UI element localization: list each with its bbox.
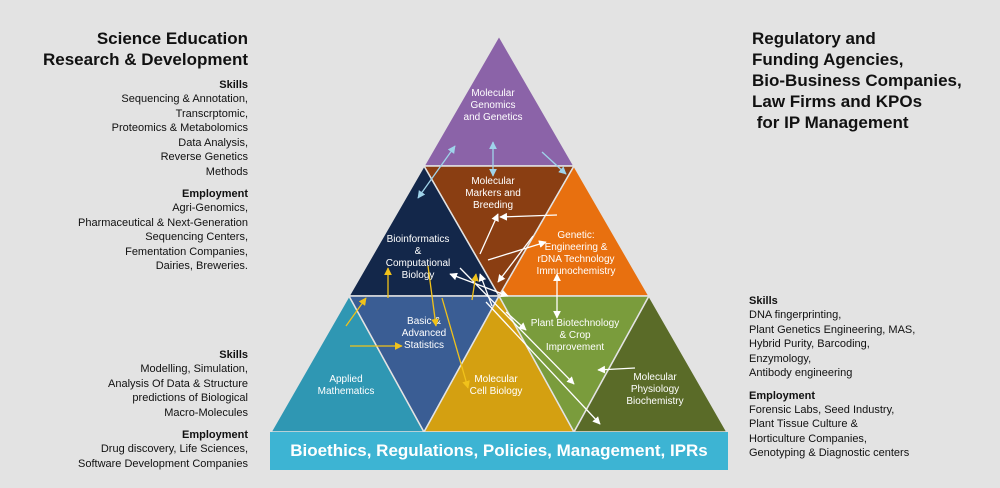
- skill-item: Modelling, Simulation,: [140, 363, 248, 375]
- employment-list: Agri-Genomics, Pharmaceutical & Next-Gen…: [20, 201, 248, 274]
- modelling-panel: Skills Modelling, Simulation, Analysis O…: [20, 340, 248, 471]
- arrow: [485, 301, 601, 425]
- skills-list: DNA fingerprinting, Plant Genetics Engin…: [749, 308, 989, 381]
- employment-item: Fementation Companies,: [125, 245, 248, 258]
- pyramid-label-line: rDNA Technology: [537, 254, 614, 265]
- banner-text: Bioethics, Regulations, Policies, Manage…: [290, 441, 708, 460]
- skill-item: Methods: [205, 165, 248, 178]
- skill-item: Sequencing & Annotation,: [121, 93, 248, 105]
- arrow: [505, 311, 527, 331]
- skills-list: Modelling, Simulation, Analysis Of Data …: [20, 362, 248, 420]
- employment-item: Genotyping & Diagnostic centers: [749, 447, 910, 459]
- pyramid-label-line: Molecular: [474, 374, 518, 385]
- arrow: [441, 297, 470, 389]
- arrow: [597, 365, 636, 374]
- skills-title: Skills: [219, 79, 248, 91]
- employment-item: Forensic Labs, Seed Industry,: [749, 403, 895, 416]
- biotech-panel: Skills DNA fingerprinting, Plant Genetic…: [749, 294, 989, 461]
- skills-title: Skills: [219, 349, 248, 361]
- pyramid-label-line: Immunochemistry: [537, 266, 616, 277]
- pyramid-label-line: Biochemistry: [626, 396, 683, 407]
- regulatory-heading: Regulatory and Funding Agencies, Bio-Bus…: [752, 29, 962, 132]
- skill-item: Analysis Of Data & Structure: [108, 377, 248, 390]
- pyramid-label-line: Biology: [402, 270, 435, 281]
- arrow: [479, 213, 499, 255]
- arrow: [478, 273, 493, 307]
- pyramid-label-line: Plant Biotechnology: [531, 318, 619, 329]
- employment-item: Dairies, Breweries.: [155, 260, 248, 272]
- skill-item: Plant Genetics Engineering, MAS,: [749, 323, 916, 336]
- employment-list: Drug discovery, Life Sciences, Software …: [20, 442, 248, 471]
- pyramid-label-line: &: [415, 246, 422, 257]
- employment-title: Employment: [181, 429, 248, 441]
- pyramid-label-line: Physiology: [631, 384, 679, 395]
- employment-item: Plant Tissue Culture &: [749, 418, 858, 430]
- pyramid-label-line: Genetic:: [557, 230, 594, 241]
- employment-item: Drug discovery, Life Sciences,: [100, 443, 248, 455]
- pyramid-label-line: Advanced: [402, 328, 446, 339]
- arrow: [487, 240, 547, 261]
- skill-item: Hybrid Purity, Barcoding,: [749, 338, 870, 350]
- pyramid-label-line: Computational: [386, 258, 450, 269]
- skill-item: predictions of Biological: [132, 392, 248, 404]
- pyramid-label-line: Improvement: [546, 342, 605, 353]
- science-education-heading: Science Education Research & Development: [42, 29, 248, 69]
- arrow: [497, 235, 534, 283]
- pyramid-label-line: Breeding: [473, 200, 513, 211]
- pyramid-label-line: and Genetics: [464, 112, 523, 123]
- arrow: [459, 267, 575, 385]
- pyramid-label-line: Basic &: [407, 316, 441, 327]
- regulatory-panel: Regulatory and Funding Agencies, Bio-Bus…: [752, 28, 992, 133]
- skill-item: Proteomics & Metabolomics: [111, 122, 248, 134]
- employment-item: Pharmaceutical & Next-Generation: [78, 216, 248, 229]
- pyramid-label-line: Statistics: [404, 340, 444, 351]
- science-education-panel: Science Education Research & Development…: [20, 28, 248, 274]
- pyramid-label-line: Molecular: [471, 176, 515, 187]
- arrow: [449, 272, 509, 298]
- bioethics-banner: Bioethics, Regulations, Policies, Manage…: [270, 432, 728, 470]
- arrow: [345, 297, 367, 327]
- pyramid-label-line: Applied: [329, 374, 362, 385]
- arrow: [471, 273, 479, 301]
- pyramid-label-line: Mathematics: [318, 386, 375, 397]
- skill-item: Macro-Molecules: [164, 406, 248, 419]
- employment-item: Horticulture Companies,: [749, 432, 867, 445]
- skill-item: Enzymology,: [749, 352, 812, 365]
- employment-item: Sequencing Centers,: [145, 231, 248, 243]
- pyramid-label-line: Markers and: [465, 188, 521, 199]
- pyramid-label-line: Engineering &: [545, 242, 608, 253]
- employment-list: Forensic Labs, Seed Industry, Plant Tiss…: [749, 403, 989, 461]
- skills-list: Sequencing & Annotation, Transcrptomic, …: [20, 92, 248, 179]
- pyramid-label-line: Cell Biology: [470, 386, 523, 397]
- employment-title: Employment: [749, 389, 816, 402]
- skill-item: Antibody engineering: [749, 367, 853, 379]
- skills-title: Skills: [749, 295, 778, 307]
- arrow: [427, 265, 439, 327]
- skill-item: Transcrptomic,: [175, 107, 248, 120]
- pyramid-label-line: Molecular: [633, 372, 677, 383]
- skill-item: Data Analysis,: [178, 136, 248, 149]
- arrow: [499, 212, 558, 221]
- skill-item: Reverse Genetics: [160, 151, 248, 163]
- pyramid-label-line: Bioinformatics: [387, 234, 450, 245]
- skill-item: DNA fingerprinting,: [749, 309, 842, 321]
- employment-title: Employment: [181, 188, 248, 200]
- pyramid-label-line: & Crop: [559, 330, 591, 341]
- arrow: [417, 145, 456, 199]
- pyramid-label-line: Genomics: [470, 100, 515, 111]
- employment-item: Agri-Genomics,: [172, 202, 248, 214]
- employment-item: Software Development Companies: [78, 457, 248, 470]
- pyramid-label-line: Molecular: [471, 88, 515, 99]
- arrow: [541, 151, 567, 175]
